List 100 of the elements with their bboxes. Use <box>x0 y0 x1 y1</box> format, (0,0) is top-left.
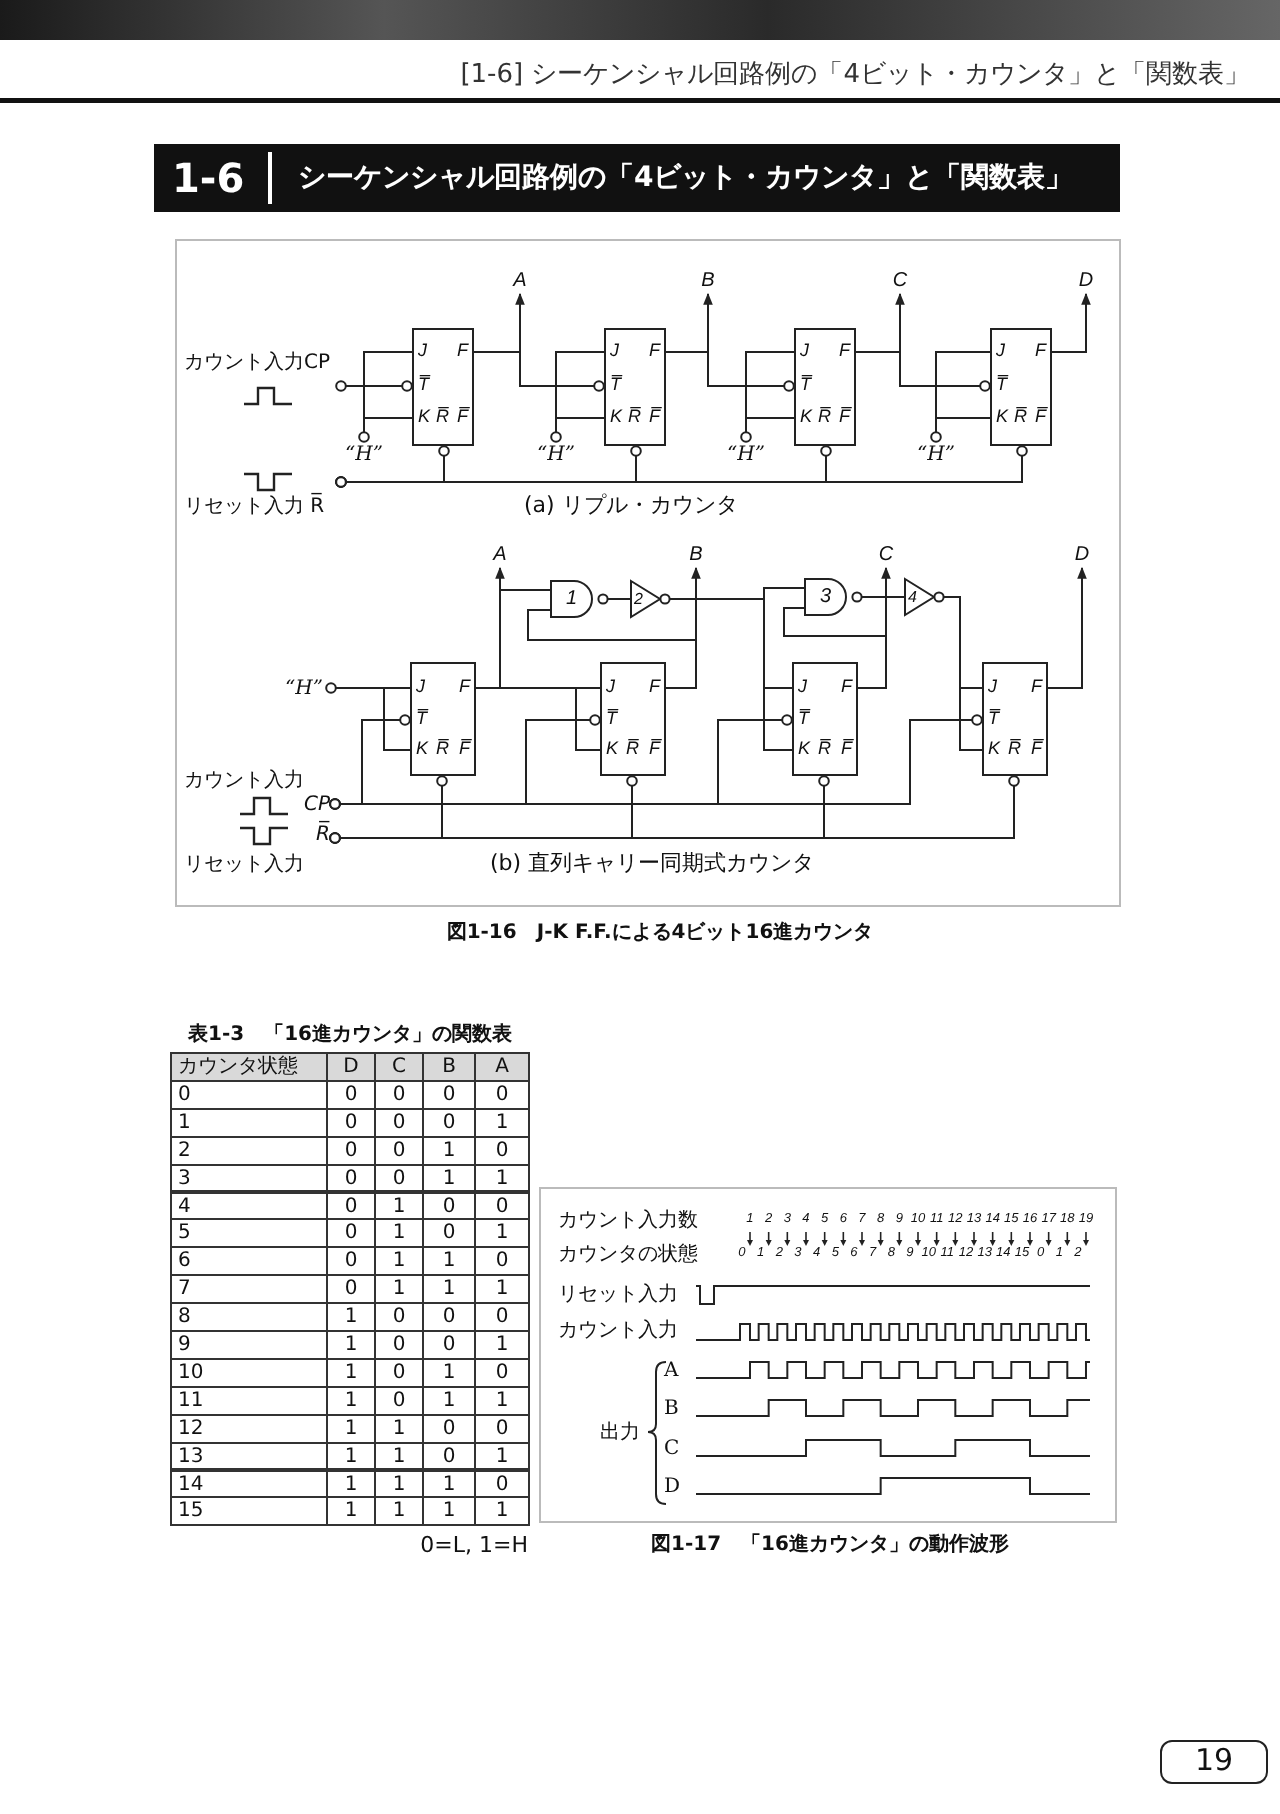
output-label: D <box>1074 268 1098 294</box>
subfigure-caption: (b) 直列キャリー同期式カウンタ <box>490 850 817 878</box>
signal-label: C <box>664 1436 682 1462</box>
pin-label: J <box>996 340 1005 362</box>
wire <box>335 380 413 392</box>
wire <box>475 589 551 689</box>
pin-label: F̅ <box>1031 738 1042 760</box>
pin-label: F̅ <box>649 406 660 428</box>
table-cell: 0 <box>422 1441 476 1471</box>
pin-label: R̅ <box>818 738 831 760</box>
arrow <box>473 292 525 353</box>
table-cell: 1 <box>326 1441 376 1471</box>
gate-number: 4 <box>908 586 917 608</box>
pin-label: K <box>798 738 811 760</box>
column-header: C <box>374 1052 424 1082</box>
pin-label: F <box>1031 676 1042 698</box>
nand-gate <box>804 578 862 616</box>
wire <box>783 607 887 689</box>
output-label: C <box>888 268 912 294</box>
arrow <box>1047 566 1087 689</box>
table-cell: 0 <box>326 1163 376 1193</box>
pin-label: R̅ <box>1014 406 1027 428</box>
logic-level-label: “H” <box>726 442 766 468</box>
logic-level-label: “H” <box>536 442 576 468</box>
pin-label: J <box>606 676 615 698</box>
pin-label: R̅ <box>436 738 449 760</box>
table-cell: 1 <box>422 1496 476 1527</box>
pin-label: T̅ <box>610 374 621 396</box>
wire <box>861 596 905 598</box>
pin-label: F̅ <box>649 738 660 760</box>
table-cell: 4 <box>170 1191 328 1221</box>
table-title: 表1-3 「16進カウンタ」の関数表 <box>186 1022 514 1048</box>
logic-level-label: “H” <box>282 676 326 702</box>
running-header: [1-6] シーケンシャル回路例の「4ビット・カウンタ」と「関数表」 <box>458 60 1250 92</box>
pin-label: J <box>418 340 427 362</box>
flip-flop-box <box>792 662 858 776</box>
table-cell: 1 <box>474 1163 530 1193</box>
column-header: B <box>422 1052 476 1082</box>
arrow <box>665 292 713 353</box>
pin-label: R̅ <box>628 406 641 428</box>
pin-label: J <box>416 676 425 698</box>
wire <box>329 714 983 810</box>
group-label: 出力 <box>600 1420 642 1446</box>
input-label: リセット入力 <box>184 854 304 878</box>
nand-gate <box>550 580 608 618</box>
table-cell: 1 <box>374 1441 424 1471</box>
figure-caption: 図1-16 J-K F.F.による4ビット16進カウンタ <box>444 920 876 946</box>
table-cell: 1 <box>474 1496 530 1527</box>
logic-level-label: “H” <box>916 442 956 468</box>
output-label: A <box>508 268 532 294</box>
table-note: 0=L, 1=H <box>418 1532 528 1560</box>
pin-label: K <box>416 738 429 760</box>
wire <box>930 351 991 443</box>
input-label: リセット入力 R̅ <box>184 496 325 520</box>
output-label: A <box>488 542 512 568</box>
table-cell: 0 <box>374 1163 424 1193</box>
pin-label: F̅ <box>457 406 468 428</box>
table-cell: 0 <box>474 1191 530 1221</box>
input-label: カウント入力CP <box>184 352 331 376</box>
table-cell: 1 <box>374 1496 424 1527</box>
pin-label: K <box>606 738 619 760</box>
wire <box>669 587 805 600</box>
row-label: カウント入力 <box>558 1318 680 1344</box>
pin-label: K <box>800 406 813 428</box>
input-label: カウント入力 <box>184 770 304 794</box>
table-cell: 15 <box>170 1496 328 1527</box>
title: シーケンシャル回路例の「4ビット・カウンタ」と「関数表」 <box>298 160 1074 198</box>
pin-label: T̅ <box>416 708 427 730</box>
pin-label: F̅ <box>841 738 852 760</box>
arrow <box>1051 292 1091 353</box>
flip-flop-box <box>412 328 474 446</box>
pin-label: K <box>996 406 1009 428</box>
table-cell: 0 <box>474 1469 530 1499</box>
inverter-gate <box>904 578 944 616</box>
table-cell: 1 <box>474 1441 530 1471</box>
gate-number: 2 <box>634 588 643 610</box>
pin-label: K <box>418 406 431 428</box>
pin-label: F̅ <box>1035 406 1046 428</box>
logic-level-label: “H” <box>344 442 384 468</box>
flip-flop-box <box>794 328 856 446</box>
table-cell: 14 <box>170 1469 328 1499</box>
section-number: 1-6 <box>172 152 245 206</box>
pin-label: R̅ <box>818 406 831 428</box>
flip-flop-box <box>410 662 476 776</box>
pin-label: F <box>649 676 660 698</box>
pin-label: J <box>610 340 619 362</box>
column-header: カウンタ状態 <box>170 1052 328 1082</box>
pin-label: F <box>1035 340 1046 362</box>
input-label: CP <box>303 794 330 818</box>
pin-label: F̅ <box>459 738 470 760</box>
wire <box>550 351 605 443</box>
row-label: カウント入力数 <box>558 1208 700 1234</box>
wire <box>358 351 413 443</box>
flip-flop-box <box>982 662 1048 776</box>
pin-label: J <box>800 340 809 362</box>
table-cell: 1 <box>422 1163 476 1193</box>
flip-flop-box <box>600 662 666 776</box>
output-label: D <box>1070 542 1094 568</box>
pin-label: F <box>457 340 468 362</box>
flip-flop-box <box>990 328 1052 446</box>
